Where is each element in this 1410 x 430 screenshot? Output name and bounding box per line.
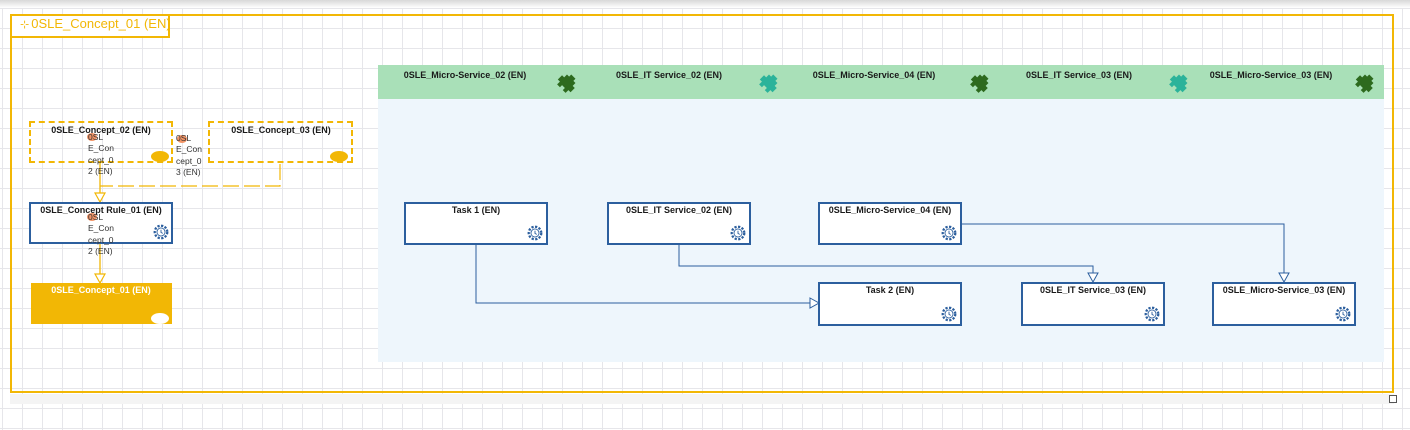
lane-label-micro-service-02[interactable]: 0SLE_Micro-Service_02 (EN) bbox=[403, 70, 527, 80]
it-service-02-node[interactable] bbox=[607, 202, 751, 245]
task-1-label: Task 1 (EN) bbox=[451, 205, 501, 215]
puzzle-piece-icon bbox=[1355, 74, 1374, 93]
gear-icon bbox=[941, 306, 957, 322]
concept-rule-01-node[interactable] bbox=[29, 202, 173, 244]
concept-02-node[interactable] bbox=[29, 121, 173, 163]
gear-icon bbox=[730, 225, 746, 241]
concept-connectors[interactable] bbox=[100, 162, 281, 283]
swimlane-header bbox=[378, 65, 1384, 99]
gear-icon bbox=[1335, 306, 1351, 322]
puzzle-piece-icon bbox=[759, 74, 778, 93]
horizontal-scrollbar[interactable] bbox=[10, 394, 1394, 404]
tag-dot-icon bbox=[87, 133, 97, 141]
concept-03-tag[interactable]: 0SL E_Con cept_0 3 (EN) bbox=[176, 133, 202, 178]
task-1-node[interactable] bbox=[404, 202, 548, 245]
concept-02-label: 0SLE_Concept_02 (EN) bbox=[51, 125, 151, 135]
frame-title-tab[interactable] bbox=[10, 14, 170, 38]
it-service-03-node[interactable] bbox=[1021, 282, 1165, 326]
frame-title[interactable]: ⊹0SLE_Concept_01 (EN) bbox=[20, 16, 171, 31]
lane-label-it-service-03[interactable]: 0SLE_IT Service_03 (EN) bbox=[1025, 70, 1133, 80]
hierarchy-icon: ⊹ bbox=[20, 19, 30, 31]
puzzle-piece-icon bbox=[1169, 74, 1188, 93]
concept-rule-01-tag[interactable]: 0SL E_Con cept_0 2 (EN) bbox=[88, 212, 114, 257]
concept-oval-icon bbox=[151, 313, 169, 324]
it-service-02-label: 0SLE_IT Service_02 (EN) bbox=[625, 205, 733, 215]
it-service-03-label: 0SLE_IT Service_03 (EN) bbox=[1039, 285, 1147, 295]
top-shadow bbox=[0, 0, 1410, 8]
tag-dot-icon bbox=[177, 135, 187, 143]
puzzle-piece-icon bbox=[970, 74, 989, 93]
micro-service-03-label: 0SLE_Micro-Service_03 (EN) bbox=[1222, 285, 1346, 295]
concept-rule-01-label: 0SLE_Concept Rule_01 (EN) bbox=[40, 205, 162, 215]
frame-title-text: 0SLE_Concept_01 (EN) bbox=[31, 16, 171, 31]
gear-icon bbox=[941, 225, 957, 241]
micro-service-04-label: 0SLE_Micro-Service_04 (EN) bbox=[828, 205, 952, 215]
resize-handle-icon[interactable] bbox=[1389, 395, 1397, 403]
lane-label-micro-service-03[interactable]: 0SLE_Micro-Service_03 (EN) bbox=[1209, 70, 1333, 80]
tag-dot-icon bbox=[87, 213, 97, 221]
micro-service-04-node[interactable] bbox=[818, 202, 962, 245]
task-2-node[interactable] bbox=[818, 282, 962, 326]
puzzle-piece-icon bbox=[557, 74, 576, 93]
lane-label-it-service-02[interactable]: 0SLE_IT Service_02 (EN) bbox=[615, 70, 723, 80]
gear-icon bbox=[153, 224, 169, 240]
concept-oval-icon bbox=[330, 151, 348, 162]
concept-03-node[interactable] bbox=[208, 121, 353, 163]
concept-03-label: 0SLE_Concept_03 (EN) bbox=[231, 125, 331, 135]
process-connectors[interactable] bbox=[475, 223, 1290, 309]
lane-label-micro-service-04[interactable]: 0SLE_Micro-Service_04 (EN) bbox=[812, 70, 936, 80]
model-frame bbox=[10, 14, 1394, 393]
gear-icon bbox=[1144, 306, 1160, 322]
concept-oval-icon bbox=[151, 151, 169, 162]
task-2-label: Task 2 (EN) bbox=[865, 285, 915, 295]
gear-icon bbox=[527, 225, 543, 241]
concept-01-label: 0SLE_Concept_01 (EN) bbox=[51, 285, 151, 295]
concept-01-node[interactable] bbox=[31, 283, 172, 324]
concept-02-tag[interactable]: 0SL E_Con cept_0 2 (EN) bbox=[88, 132, 114, 177]
micro-service-03-node[interactable] bbox=[1212, 282, 1356, 326]
